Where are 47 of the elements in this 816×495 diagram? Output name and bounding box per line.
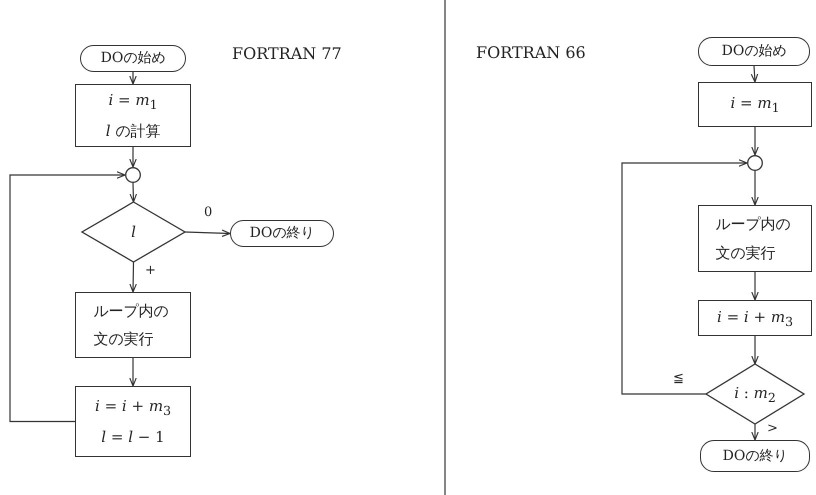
arrow	[184, 229, 231, 237]
node-text: i = i + m$_{3}$	[94, 396, 172, 420]
decision-diamond	[706, 364, 804, 424]
arrow	[751, 272, 759, 301]
connector-circle	[125, 167, 141, 183]
terminal-label: DOの始め	[720, 42, 788, 62]
section-title: FORTRAN 66	[476, 43, 586, 62]
arrow	[129, 147, 137, 168]
terminal-label: DOの終り	[248, 224, 316, 244]
edge-label: 0	[203, 206, 214, 219]
connector-circle	[747, 155, 763, 171]
arrow	[129, 262, 137, 293]
process-box	[75, 386, 191, 457]
arrow	[751, 171, 759, 206]
arrow	[130, 182, 138, 203]
node-text: i : m$_{2}$	[733, 382, 777, 406]
process-box	[698, 205, 812, 272]
arrow	[751, 336, 759, 365]
arrow	[750, 66, 758, 83]
decision-diamond	[82, 202, 185, 262]
arrow	[129, 358, 137, 387]
process-box	[698, 82, 812, 127]
section-title: FORTRAN 77	[232, 44, 342, 63]
node-text: l	[130, 222, 137, 243]
terminal-label: DOの始め	[100, 49, 166, 68]
node-text: l の計算	[104, 121, 162, 142]
terminal-box	[698, 37, 810, 66]
arrow	[751, 424, 759, 441]
process-box	[698, 300, 812, 336]
node-text: ループ内の文の実行	[93, 300, 170, 350]
arrow	[9, 171, 126, 422]
arrow	[751, 127, 759, 156]
process-box	[75, 84, 191, 147]
node-text: i = i + m$_{3}$	[716, 306, 794, 330]
arrow	[129, 72, 137, 85]
arrow	[621, 159, 748, 395]
node-text: i = m$_{1}$	[107, 90, 159, 114]
terminal-box	[700, 440, 810, 472]
terminal-box	[230, 220, 334, 247]
edge-label: +	[144, 264, 157, 277]
node-text: ループ内の文の実行	[715, 214, 792, 264]
node-text: l = l − 1	[100, 427, 166, 448]
node-text: i = m$_{1}$	[729, 93, 781, 117]
process-box	[75, 292, 191, 358]
terminal-label: DOの終り	[722, 446, 788, 466]
edge-label: ≦	[672, 372, 685, 385]
terminal-box	[80, 45, 186, 72]
